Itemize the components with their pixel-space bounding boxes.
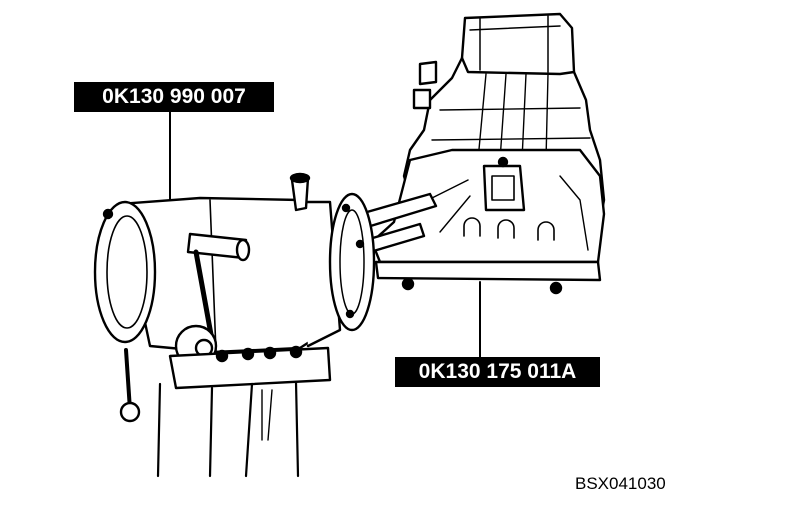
stand-part-number-label: 0K130 990 007 — [74, 82, 274, 112]
engine-stand-icon — [93, 172, 376, 478]
figure-reference-code: BSX041030 — [575, 474, 666, 493]
transmission-case-icon — [370, 12, 606, 295]
support-part-number-label: 0K130 175 011A — [395, 357, 600, 387]
